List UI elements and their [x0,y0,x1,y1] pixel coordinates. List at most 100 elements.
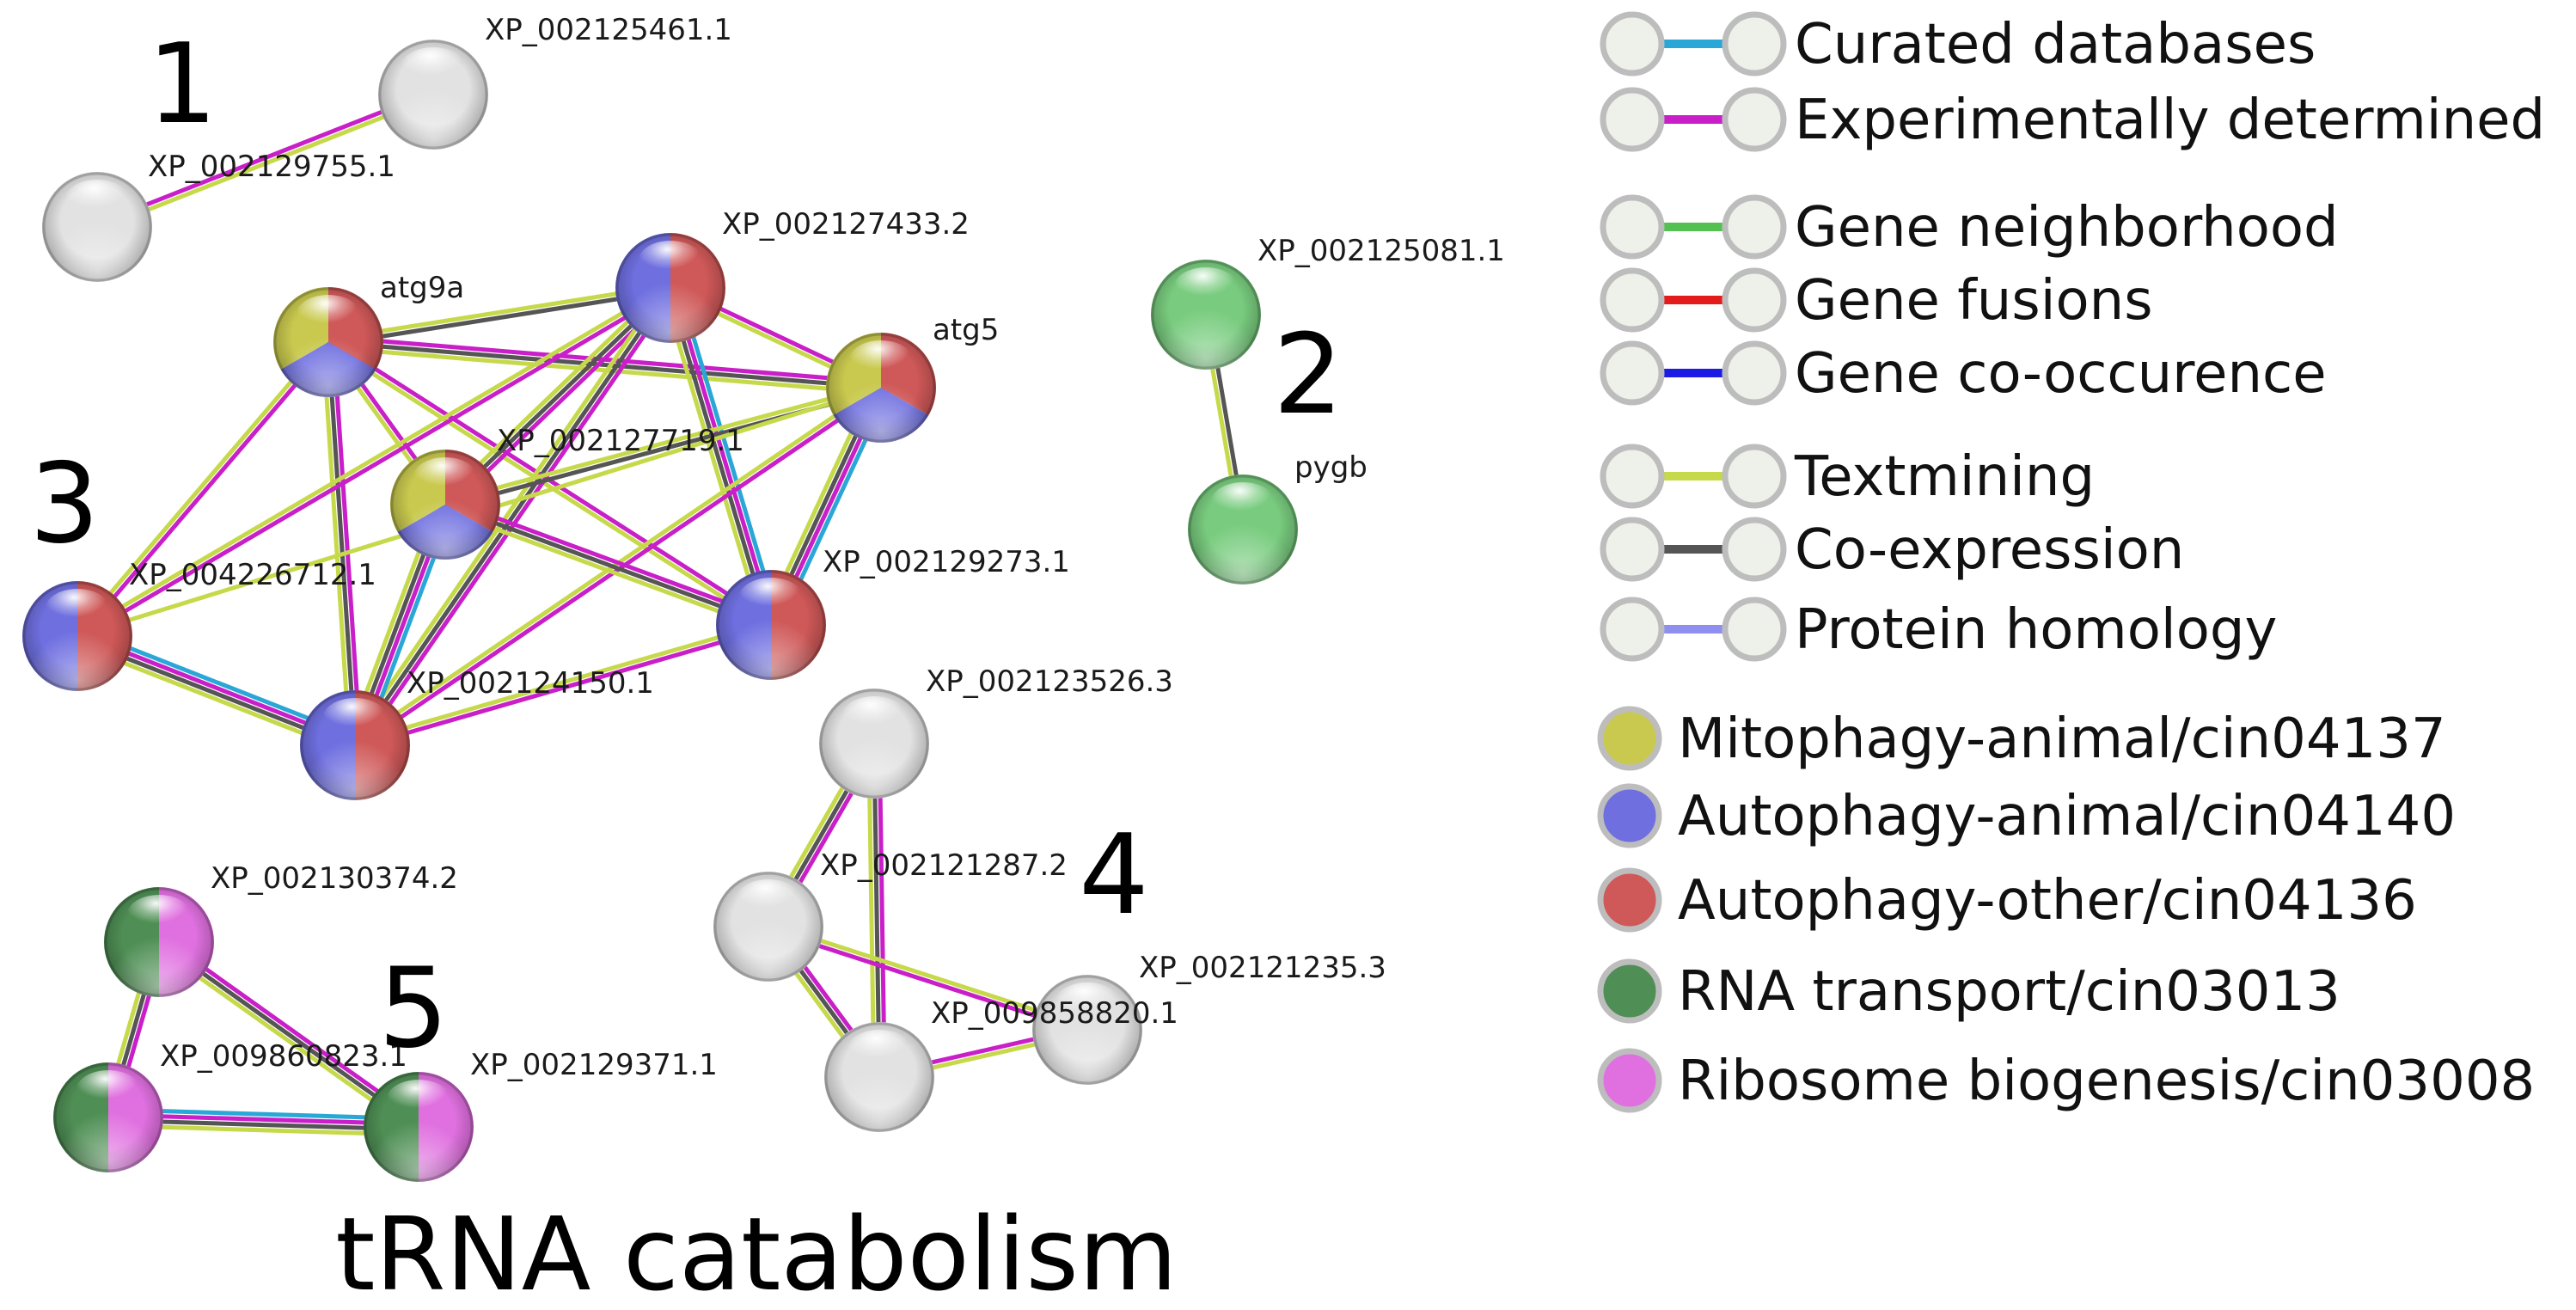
edge-n10-n11 [352,620,774,750]
node-highlight [413,456,478,498]
node-n13[interactable] [713,872,823,982]
edge-n5-n6 [326,283,673,347]
node-outline [104,887,214,997]
node-outline [42,172,152,282]
legend-node-circle [1722,340,1787,406]
legend-color-swatch [1597,867,1662,933]
node-n9[interactable] [22,581,132,691]
legend-edge-label: Curated databases [1795,13,2316,77]
cluster-number: 3 [29,440,99,568]
node-highlight [847,1029,912,1070]
node-label: XP_002124150.1 [407,666,654,701]
edge-line-textmining [348,282,669,744]
node-label: XP_002121287.2 [820,848,1068,883]
labels-layer: XP_002125461.1XP_002129755.1XP_002125081… [129,13,1505,1082]
diagram-title: tRNA catabolism [335,1195,1178,1310]
node-n10[interactable] [716,570,826,680]
node-outline [390,450,500,560]
legend-node-circle [1722,444,1787,509]
edge-line-coexpression [352,285,673,748]
edge-line-experimental [877,741,887,1080]
legend-node-circle [1600,87,1665,152]
legend-edge-label: Experimentally determined [1795,89,2545,152]
node-highlight [64,179,130,220]
edge-line-textmining [660,288,766,630]
legend-node-item: Ribosome biogenesis/cin03008 [1597,1048,2535,1113]
edge-line-curated [676,283,781,625]
node-label: pygb [1294,450,1368,485]
edge-n13-n14 [765,921,1091,1035]
edge-line-coexpression [872,741,882,1080]
node-n11[interactable] [300,690,410,800]
legend-node-label: Autophagy-other/cin04136 [1678,869,2417,933]
edge-line-textmining [325,345,883,395]
node-highlight [126,894,192,935]
legend-node-circle [1600,340,1665,406]
edge-line-experimental [327,337,775,625]
cluster-number: 1 [147,21,217,149]
legend-edge-item: Experimentally determined [1600,87,2545,152]
edge-line-textmining [95,95,437,232]
legend-edge-item: Gene co-occurence [1600,340,2327,406]
node-n17[interactable] [53,1062,163,1172]
edge-n5-n10 [324,337,775,630]
node-n2[interactable] [42,172,152,282]
node-highlight [738,577,804,618]
edge-line-textmining [352,620,773,745]
node-outline [713,872,823,982]
legend-edge-label: Gene neighborhood [1795,196,2339,260]
node-label: XP_002125081.1 [1257,234,1505,268]
legend-color-swatch [1597,958,1662,1024]
edge-line-coexpression [665,286,771,628]
legend-node-circle [1600,11,1665,77]
node-n14[interactable] [1032,975,1142,1085]
node-outline [1151,260,1261,370]
legend-node-label: RNA transport/cin03013 [1678,960,2340,1024]
edge-line-textmining [73,283,671,636]
legend-edge-label: Textmining [1794,445,2095,509]
legend-node-circle [1600,267,1665,333]
node-label: XP_002121235.3 [1139,951,1386,985]
node-label: XP_002127719.1 [497,424,744,458]
legend-node-label: Autophagy-animal/cin04140 [1678,785,2456,848]
node-highlight [45,588,110,629]
node-label: XP_004226712.1 [129,558,376,592]
node-n6[interactable] [615,233,725,343]
node-outline [364,1072,474,1182]
node-n5[interactable] [273,287,384,397]
legend-node-circle [1722,194,1787,260]
node-n15[interactable] [824,1022,934,1132]
edge-line-experimental [94,89,435,227]
legend-node-item: Autophagy-animal/cin04140 [1597,783,2456,848]
legend-edge-item: Textmining [1600,444,2095,509]
node-outline [716,570,826,680]
legend-node-circle [1600,517,1665,582]
node-n3[interactable] [1151,260,1261,370]
node-outline [1188,474,1298,585]
node-n1[interactable] [378,40,488,150]
node-highlight [76,1069,141,1111]
node-highlight [296,294,361,335]
cluster-number: 2 [1273,311,1343,439]
legend-edge-label: Gene fusions [1795,269,2153,333]
nodes-layer [22,40,1298,1182]
node-n7[interactable] [826,332,937,443]
legend-node-circle [1600,597,1665,662]
node-highlight [1173,266,1239,308]
edge-line-experimental [331,340,363,748]
edge-n6-n10 [660,283,781,630]
node-n16[interactable] [104,887,214,997]
node-n4[interactable] [1188,474,1298,585]
edge-line-coexpression [326,340,884,390]
edge-line-textmining [324,342,772,630]
edge-line-textmining [321,340,352,748]
edge-n12-n15 [866,741,887,1080]
legend-edge-item: Co-expression [1600,517,2184,582]
node-n18[interactable] [364,1072,474,1182]
node-outline [826,333,936,443]
legend-node-label: Mitophagy-animal/cin04137 [1678,707,2446,771]
node-n8[interactable] [390,450,500,560]
node-n12[interactable] [819,689,929,799]
